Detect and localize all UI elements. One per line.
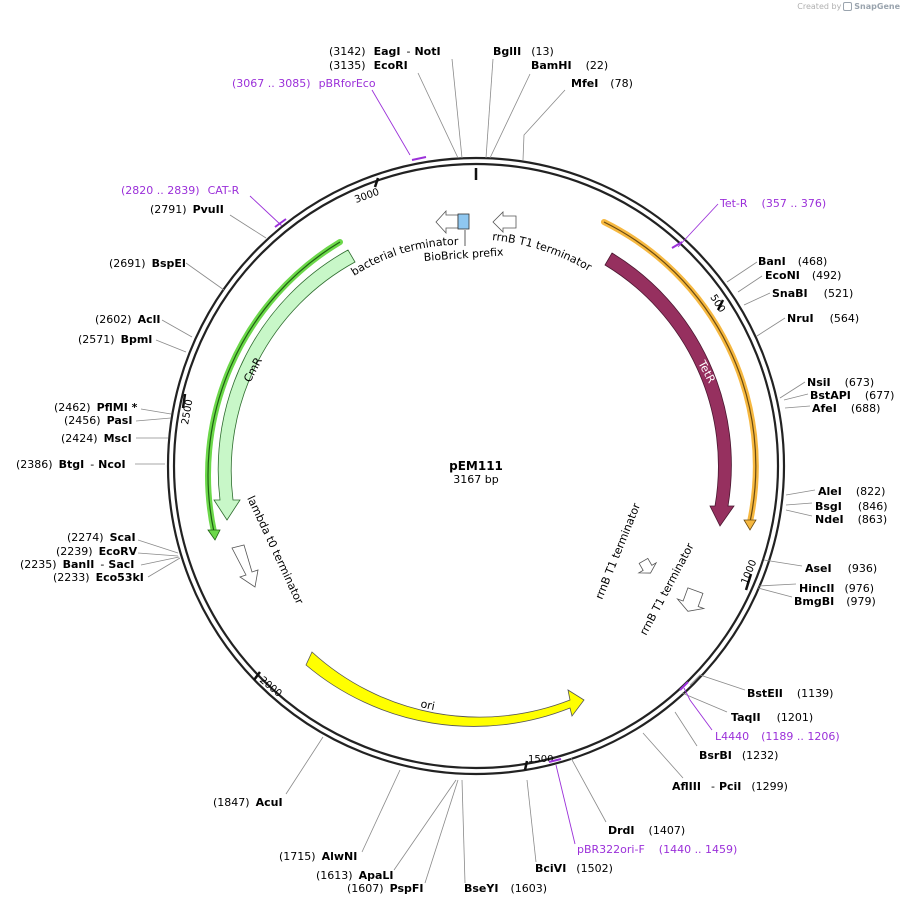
site-pflmi: (2462)PflMI *: [54, 401, 138, 414]
site-acui: (1847)AcuI: [213, 796, 283, 809]
plasmid-size: 3167 bp: [453, 473, 498, 486]
biobrick-prefix-label: BioBrick prefix: [423, 245, 504, 264]
tick-2000: [253, 671, 261, 681]
cm-primer-arrowhead: [207, 529, 221, 541]
site-labels: (3142)EagI-NotI (3135)EcoRI BglII(13) Ba…: [16, 45, 894, 895]
site-eco53ki: (2233)Eco53kI: [53, 571, 144, 584]
primer-leaders: [249, 89, 719, 845]
site-apali: (1613)ApaLI: [316, 869, 394, 882]
tick-label-1000: 1000: [740, 558, 760, 586]
site-bstapi: BstAPI(677): [810, 389, 894, 402]
site-acli: (2602)AclI: [95, 313, 160, 326]
site-bani: BanI(468): [758, 255, 827, 268]
site-nsii: NsiI(673): [807, 376, 874, 389]
tet-primer-core: [603, 221, 757, 523]
tick-1500: [523, 760, 529, 771]
backbone: [166, 156, 786, 776]
site-pasi: (2456)PasI: [64, 414, 132, 427]
site-banii: (2235)BanII-SacI: [20, 558, 134, 571]
site-bpmi: (2571)BpmI: [78, 333, 152, 346]
tick-1000: [744, 573, 753, 591]
ori-feature: [305, 651, 585, 727]
primer-labels: (3067 .. 3085)pBRforEco (2820 .. 2839)CA…: [121, 77, 840, 856]
site-leaders: [135, 58, 816, 884]
site-eagi: (3142)EagI-NotI: [329, 45, 441, 58]
biobrick-prefix-box: [457, 213, 470, 230]
site-bcivi: BciVI(1502): [535, 862, 613, 875]
snapgene-logo-icon: [843, 2, 853, 11]
lambda-terminator-arrow: [231, 544, 259, 588]
tetr-feature: [604, 252, 735, 527]
plasmid-name: pEM111: [449, 459, 503, 473]
ori-label: ori: [419, 697, 436, 713]
l4440-mark: [679, 681, 689, 691]
primer-pbr322ori-f: pBR322ori-F(1440 .. 1459): [577, 843, 737, 856]
rrnb-mid-terminator-arrow: [637, 557, 658, 574]
cat-r-mark: [274, 218, 287, 228]
site-bsteii: BstEII(1139): [747, 687, 833, 700]
site-nrui: NruI(564): [787, 312, 859, 325]
site-msci: (2424)MscI: [61, 432, 132, 445]
site-alei: AleI(822): [818, 485, 885, 498]
tet-primer-arrowhead: [743, 519, 757, 531]
rrnb-low-terminator-arrow: [676, 587, 706, 612]
site-afei: AfeI(688): [812, 402, 880, 415]
site-ndei: NdeI(863): [815, 513, 887, 526]
site-aflIII: AflIII-PciI(1299): [672, 780, 788, 793]
site-scai: (2274)ScaI: [67, 531, 136, 544]
snapgene-credit: Created by SnapGene: [797, 2, 900, 11]
primer-l4440: L4440(1189 .. 1206): [715, 730, 840, 743]
cm-primer-core: [207, 241, 341, 533]
site-hincii: HincII(976): [799, 582, 874, 595]
site-bspei: (2691)BspEI: [109, 257, 186, 270]
bacterial-terminator-arrow: [435, 209, 459, 235]
tick-label-1500: 1500: [528, 754, 553, 765]
site-pspfi: (1607)PspFI: [347, 882, 423, 895]
site-bseyi: BseYI(1603): [464, 882, 547, 895]
site-bamhi: BamHI(22): [531, 59, 608, 72]
site-alwni: (1715)AlwNI: [279, 850, 357, 863]
site-snabi: SnaBI(521): [772, 287, 853, 300]
lambda-t0-label: lambda t0 terminator: [244, 494, 306, 607]
tick-500: [716, 299, 725, 311]
site-pvuii: (2791)PvuII: [150, 203, 224, 216]
site-bsgi: BsgI(846): [815, 500, 888, 513]
site-drdi: DrdI(1407): [608, 824, 685, 837]
primer-tet-r: Tet-R(357 .. 376): [719, 197, 826, 210]
cmr-feature: [213, 249, 356, 521]
tet-r-mark: [671, 241, 683, 249]
site-bsrbi: BsrBI(1232): [699, 749, 778, 762]
site-ecori: (3135)EcoRI: [329, 59, 408, 72]
credit-brand: SnapGene: [854, 2, 900, 11]
primer-cat-r: (2820 .. 2839)CAT-R: [121, 184, 240, 197]
primer-pbrforeco: (3067 .. 3085)pBRforEco: [232, 77, 376, 90]
site-bmgbi: BmgBI(979): [794, 595, 876, 608]
site-mfei: MfeI(78): [571, 77, 633, 90]
site-bglii: BglII(13): [493, 45, 554, 58]
credit-text: Created by: [797, 2, 842, 11]
site-econi: EcoNI(492): [765, 269, 841, 282]
backbone-ticks: [181, 168, 753, 771]
rrnb-top-terminator-arrow: [492, 211, 517, 233]
rrnb-top-label: rrnB T1 terminator: [492, 230, 595, 274]
site-btgi: (2386)BtgI-NcoI: [16, 458, 126, 471]
tick-2500: [181, 393, 187, 409]
primer-marks: [274, 156, 689, 763]
tick-label-2500: 2500: [180, 399, 195, 426]
site-ecorv: (2239)EcoRV: [56, 545, 138, 558]
pbrforeco-mark: [411, 156, 427, 161]
pbr322ori-f-mark: [548, 758, 562, 763]
site-asei: AseI(936): [805, 562, 877, 575]
rrnb-a-label: rrnB T1 terminator: [593, 501, 644, 601]
primer-bands: [205, 219, 759, 541]
site-taqii: TaqII(1201): [731, 711, 813, 724]
tick-3000: [373, 177, 380, 188]
tick-label-3000: 3000: [353, 187, 381, 206]
